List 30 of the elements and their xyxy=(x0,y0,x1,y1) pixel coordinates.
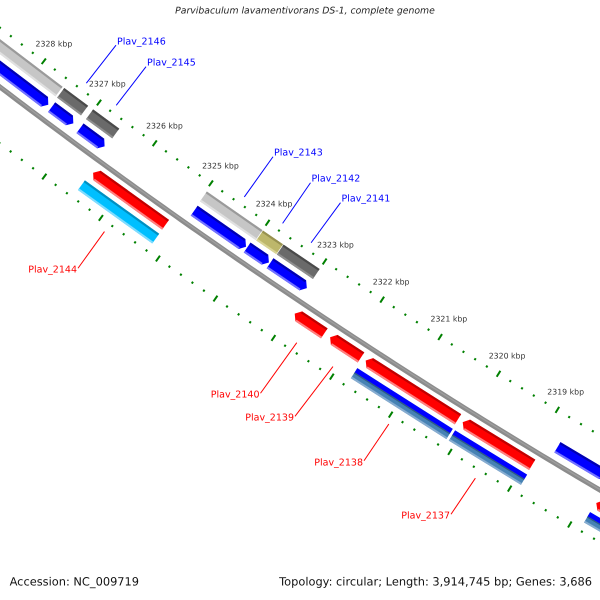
leader-line xyxy=(310,202,341,244)
map-title: Parvibaculum lavamentivorans DS-1, complete genome xyxy=(175,6,435,18)
accession-text: Accession: NC_009719 xyxy=(10,575,140,589)
gene-label: Plav_2140 xyxy=(210,390,260,402)
gene-label: Plav_2146 xyxy=(117,37,166,48)
gene-label: Plav_2138 xyxy=(314,458,363,469)
gene-label: Plav_2143 xyxy=(274,148,323,160)
gene-bar xyxy=(448,430,528,485)
leader-line xyxy=(364,424,390,462)
gene-label: Plav_2144 xyxy=(28,266,77,276)
gene-label: Plav_2145 xyxy=(147,58,196,70)
leader-line xyxy=(294,366,334,417)
leader-line xyxy=(260,342,298,394)
cds-block xyxy=(294,311,328,338)
gene-bar xyxy=(256,230,283,254)
cds-block xyxy=(330,334,364,362)
gene-label: Plav_2139 xyxy=(245,414,294,424)
leader-line xyxy=(78,231,105,269)
leader-line xyxy=(116,66,146,106)
gene-label: Plav_2141 xyxy=(342,194,390,206)
leader-line xyxy=(86,44,116,84)
leader-line xyxy=(244,156,274,198)
gene-bar xyxy=(350,368,453,440)
genome-stats-text: Topology: circular; Length: 3,914,745 bp; Genes: 3,686 xyxy=(279,575,592,589)
gene-label: Plav_2142 xyxy=(312,174,360,186)
gene-bar xyxy=(78,180,160,244)
gene-bar xyxy=(86,109,120,138)
gene-bar xyxy=(57,88,88,116)
gene-label: Plav_2137 xyxy=(401,512,450,522)
leader-line xyxy=(282,182,311,224)
